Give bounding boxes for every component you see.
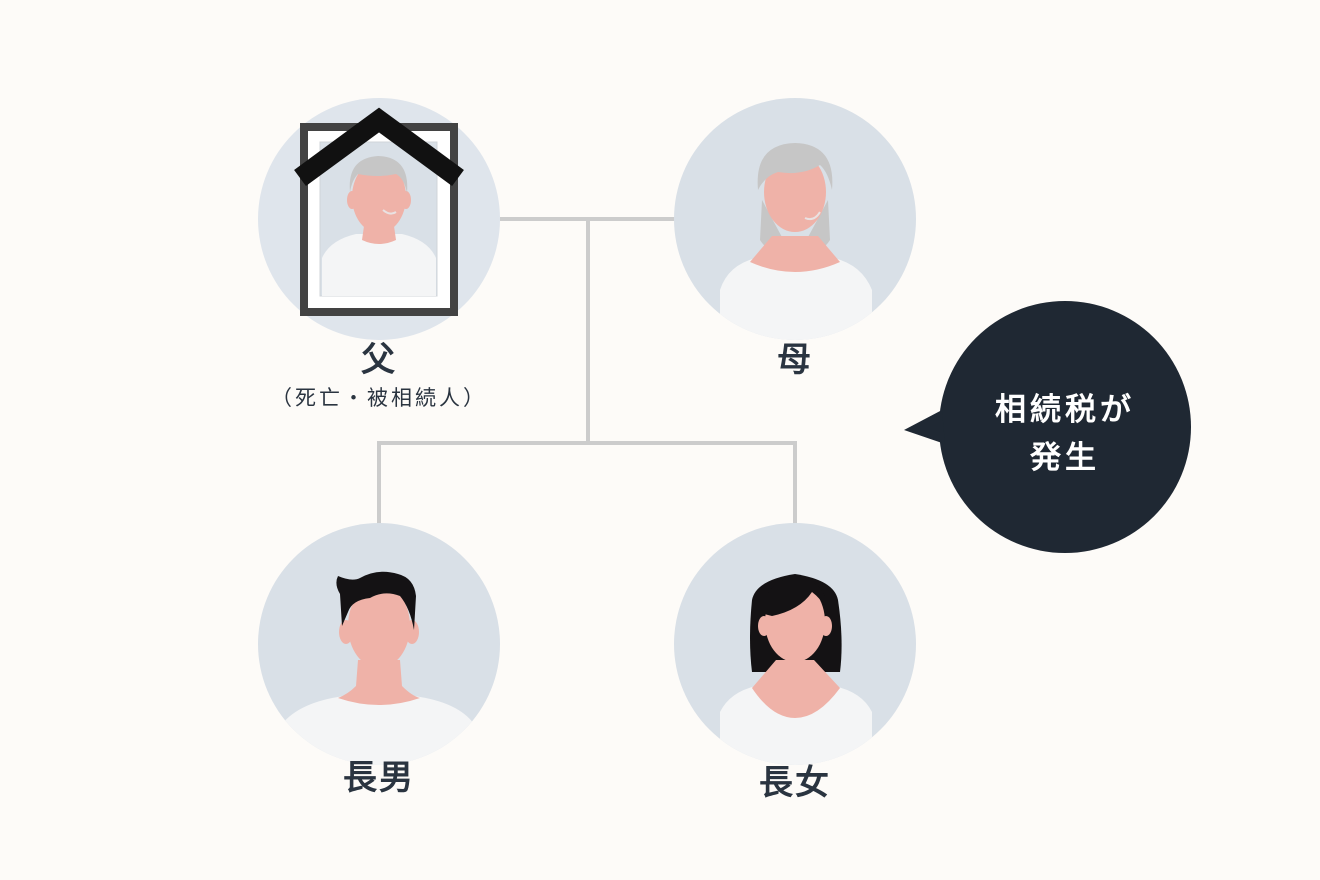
daughter-avatar xyxy=(674,523,916,765)
mourning-ribbon xyxy=(294,107,464,187)
son-label: 長男 xyxy=(343,758,415,798)
father-avatar xyxy=(258,98,500,340)
callout-line-2: 発生 xyxy=(1030,440,1100,476)
tax-callout-bubble xyxy=(904,301,1191,553)
callout-line-1: 相続税が xyxy=(995,392,1135,428)
father-note: （死亡・被相続人） xyxy=(271,386,487,410)
connector-lines xyxy=(377,217,797,526)
mother-avatar xyxy=(674,98,916,340)
daughter-label: 長女 xyxy=(759,763,831,803)
father-label: 父 xyxy=(361,340,397,380)
son-avatar xyxy=(258,523,500,765)
mother-label: 母 xyxy=(777,340,813,380)
